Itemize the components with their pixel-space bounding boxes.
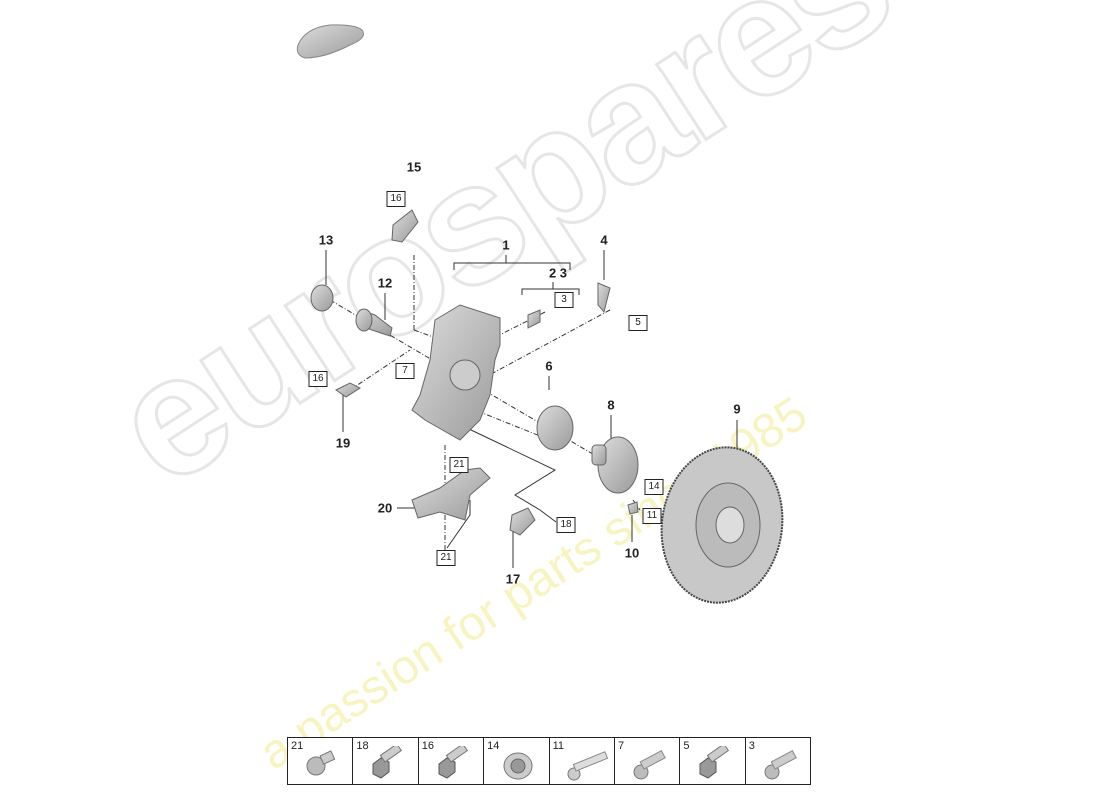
heat-shield-20: [411, 467, 491, 521]
shield-4: [597, 282, 611, 314]
callout-9: 9: [733, 401, 741, 417]
socket-bolt-short-icon: [306, 750, 336, 776]
legend-cell-5: 5: [680, 738, 746, 784]
legend-label: 11: [552, 740, 564, 752]
legend-cell-7: 7: [615, 738, 681, 784]
ref-box-7: 7: [395, 363, 415, 379]
bracket-17: [509, 507, 536, 536]
hex-flange-bolt-icon: [438, 746, 468, 779]
clip-15: [391, 209, 419, 243]
hex-flange-bolt-icon: [699, 746, 730, 779]
callout-4: 4: [600, 232, 608, 248]
ref-box-3: 3: [554, 292, 574, 308]
ref-box-11: 11: [642, 508, 662, 524]
legend-label: 14: [487, 740, 500, 752]
callout-15: 15: [406, 159, 422, 175]
clip-19: [335, 382, 362, 398]
legend-label: 3: [748, 740, 755, 752]
ref-box-16: 16: [386, 191, 406, 207]
callout-6: 6: [545, 358, 553, 374]
callout-12: 12: [377, 275, 393, 291]
socket-bolt-icon: [764, 749, 797, 780]
callout-13: 13: [318, 232, 334, 248]
bearing-6: [536, 405, 574, 451]
callout-1: 1: [502, 237, 510, 253]
socket-bolt-long-icon: [567, 751, 608, 781]
legend-cell-14: 14: [484, 738, 550, 784]
callout-2-3: 2 3: [548, 265, 568, 281]
callout-20: 20: [377, 500, 393, 516]
legend-label: 16: [421, 740, 435, 752]
nut-washer-icon: [503, 752, 533, 780]
legend-cell-16: 16: [419, 738, 485, 784]
legend-cell-21: 21: [288, 738, 354, 784]
socket-bolt-icon: [633, 749, 666, 780]
bracket-2: [527, 309, 541, 329]
car-thumbnail: [296, 24, 364, 59]
nut-13: [310, 284, 334, 312]
legend-label: 5: [683, 740, 690, 752]
hex-flange-bolt-icon: [372, 746, 403, 779]
legend-label: 21: [291, 740, 304, 752]
ref-box-14: 14: [644, 479, 664, 495]
legend-cell-3: 3: [746, 738, 810, 784]
ref-box-16b: 16: [308, 371, 328, 387]
brackets: [325, 250, 738, 568]
legend-label: 7: [617, 740, 625, 752]
ref-box-5: 5: [628, 315, 648, 331]
ref-box-18: 18: [556, 517, 576, 533]
callout-17: 17: [505, 571, 521, 587]
fastener-legend: 21 18 16 14 11 7 5 3: [287, 737, 812, 785]
callout-19: 19: [335, 435, 351, 451]
legend-label: 18: [356, 740, 369, 752]
ref-box-21b: 21: [436, 550, 456, 566]
legend-cell-11: 11: [550, 738, 615, 784]
leader-lines: [329, 255, 701, 550]
ref-box-21: 21: [449, 457, 469, 473]
legend-cell-18: 18: [353, 738, 419, 784]
callout-8: 8: [607, 397, 615, 413]
screw-10: [627, 501, 639, 515]
callout-10: 10: [624, 545, 640, 561]
